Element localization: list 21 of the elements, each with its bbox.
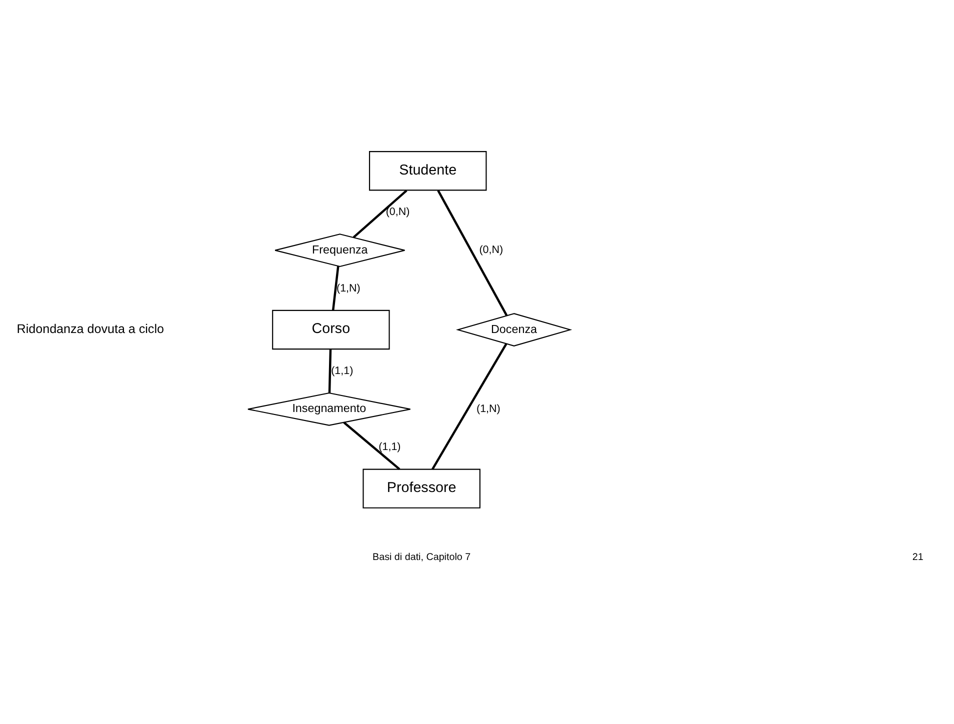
connector [437, 189, 508, 316]
node-diamond: Frequenza [274, 233, 406, 267]
edge-label: (1,N) [336, 282, 360, 294]
edge-label: (1,1) [378, 440, 401, 453]
edge-label: (1,1) [331, 364, 354, 376]
node-box: Corso [272, 309, 390, 350]
connector [352, 189, 408, 238]
node-box: Studente [368, 150, 487, 190]
label: Basi di dati, Capitolo 7 [372, 551, 471, 562]
edge-label: (0,N) [386, 205, 410, 218]
connector [343, 421, 400, 470]
label: 21 [912, 551, 924, 562]
node-box: Professore [362, 468, 480, 508]
label: Ridondanza dovuta a ciclo [16, 322, 164, 336]
node-diamond: Docenza [456, 312, 572, 346]
connector [328, 348, 332, 393]
connector [431, 342, 508, 470]
connector [332, 266, 340, 310]
node-diamond: Insegnamento [247, 392, 411, 426]
edge-label: (0,N) [479, 244, 504, 256]
edge-label: (1,N) [476, 402, 500, 414]
